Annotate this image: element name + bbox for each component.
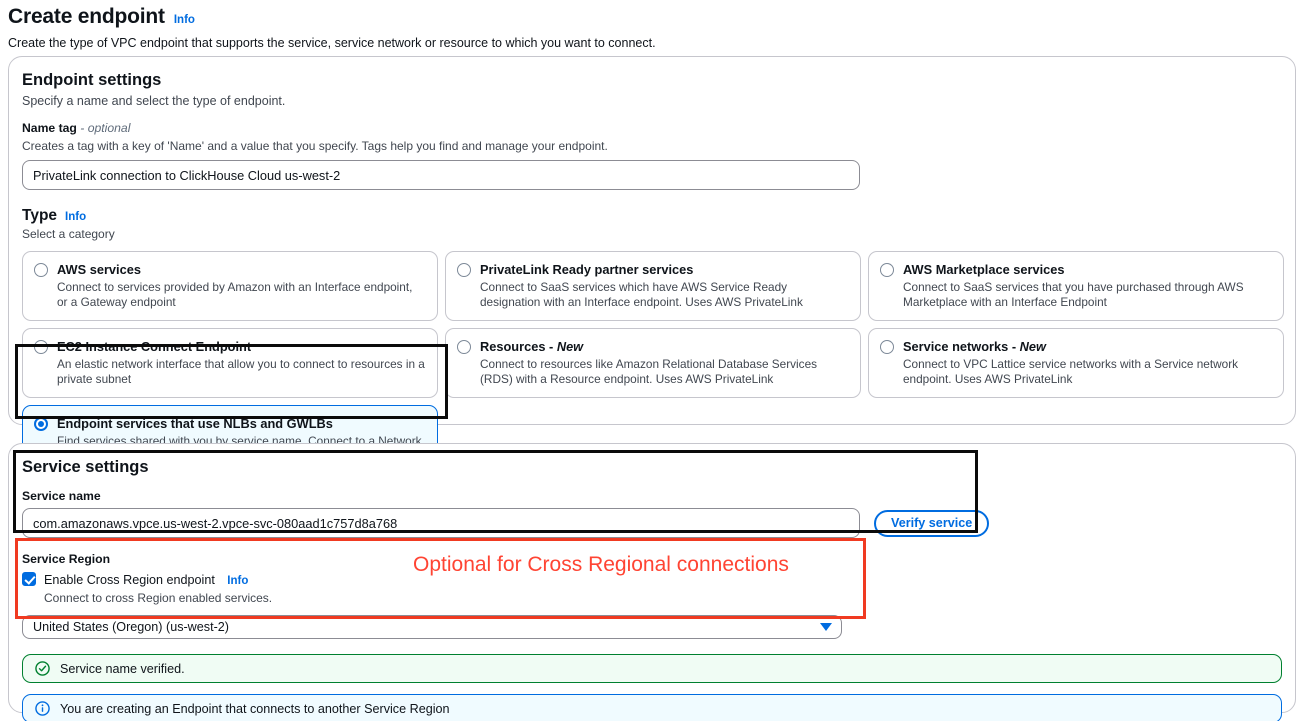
service-region-select[interactable]: United States (Oregon) (us-west-2)	[22, 615, 842, 639]
name-tag-optional-text: - optional	[80, 121, 131, 135]
radio-icon	[34, 340, 48, 354]
endpoint-settings-title: Endpoint settings	[22, 71, 162, 89]
alerts-area: Service name verified. You are creating …	[22, 654, 1282, 721]
name-tag-label-text: Name tag	[22, 121, 77, 135]
type-options-grid: AWS services Connect to services provide…	[22, 251, 1284, 398]
annotation-box-service-region	[15, 538, 866, 619]
type-option-title: Service networks - New	[903, 339, 1046, 354]
name-tag-field: Name tag - optional Creates a tag with a…	[22, 121, 1282, 190]
type-option-resources[interactable]: Resources - New Connect to resources lik…	[445, 328, 861, 398]
service-settings-header-block: Service settings Service name Verify ser…	[22, 457, 1282, 538]
service-region-select-box[interactable]: United States (Oregon) (us-west-2)	[22, 615, 842, 639]
service-settings-title: Service settings	[22, 458, 149, 476]
type-option-description: Connect to VPC Lattice service networks …	[903, 357, 1239, 386]
radio-icon	[457, 340, 471, 354]
type-option-aws-services[interactable]: AWS services Connect to services provide…	[22, 251, 438, 321]
alert-service-name-verified: Service name verified.	[22, 654, 1282, 683]
type-option-title: AWS services	[57, 262, 141, 277]
page-header: Create endpoint Info Create the type of …	[0, 0, 1304, 52]
page-description: Create the type of VPC endpoint that sup…	[8, 36, 656, 50]
alert-success-message: Service name verified.	[60, 661, 185, 676]
service-name-label: Service name	[22, 489, 101, 503]
type-option-title: PrivateLink Ready partner services	[480, 262, 694, 277]
endpoint-settings-description: Specify a name and select the type of en…	[22, 94, 286, 108]
alert-cross-region-info: You are creating an Endpoint that connec…	[22, 694, 1282, 721]
radio-icon	[457, 263, 471, 277]
type-option-title: Endpoint services that use NLBs and GWLB…	[57, 416, 333, 431]
cross-region-checkbox-row[interactable]: Enable Cross Region endpoint Info Connec…	[22, 571, 1282, 606]
type-option-service-networks[interactable]: Service networks - New Connect to VPC La…	[868, 328, 1284, 398]
radio-icon	[880, 340, 894, 354]
type-option-ec2-instance-connect-endpoint[interactable]: EC2 Instance Connect Endpoint An elastic…	[22, 328, 438, 398]
check-circle-icon	[35, 661, 50, 676]
type-option-title: EC2 Instance Connect Endpoint	[57, 339, 252, 354]
annotation-note-cross-regional: Optional for Cross Regional connections	[413, 553, 789, 576]
service-region-block: Service Region Enable Cross Region endpo…	[22, 552, 1282, 639]
type-option-privatelink-ready-partner-services[interactable]: PrivateLink Ready partner services Conne…	[445, 251, 861, 321]
type-label: Type	[22, 207, 58, 224]
name-tag-hint: Creates a tag with a key of 'Name' and a…	[22, 139, 608, 153]
page-info-link[interactable]: Info	[173, 14, 195, 26]
service-settings-panel: Service settings Service name Verify ser…	[8, 443, 1296, 721]
type-heading-row: Type Info	[22, 207, 1282, 225]
name-tag-input[interactable]	[22, 160, 860, 190]
type-option-description: Connect to resources like Amazon Relatio…	[480, 357, 818, 386]
service-region-label: Service Region	[22, 552, 111, 566]
service-name-input[interactable]	[22, 508, 860, 538]
page-title-row: Create endpoint Info	[8, 4, 1296, 30]
type-option-description: Connect to SaaS services which have AWS …	[480, 280, 803, 309]
checkbox-icon-checked[interactable]	[22, 572, 36, 586]
type-option-aws-marketplace-services[interactable]: AWS Marketplace services Connect to SaaS…	[868, 251, 1284, 321]
cross-region-checkbox-label: Enable Cross Region endpoint	[44, 573, 215, 587]
type-option-description: Connect to SaaS services that you have p…	[903, 280, 1244, 309]
endpoint-settings-panel: Endpoint settings Specify a name and sel…	[8, 56, 1296, 505]
name-tag-label: Name tag - optional	[22, 121, 1282, 135]
type-option-title: Resources - New	[480, 339, 584, 354]
verify-service-button[interactable]: Verify service	[874, 509, 990, 537]
type-hint: Select a category	[22, 227, 115, 241]
type-option-title: AWS Marketplace services	[903, 262, 1065, 277]
type-option-description: Connect to services provided by Amazon w…	[57, 280, 413, 309]
type-info-link[interactable]: Info	[65, 211, 87, 223]
radio-icon	[34, 263, 48, 277]
radio-icon	[880, 263, 894, 277]
alert-info-message: You are creating an Endpoint that connec…	[60, 701, 450, 716]
cross-region-checkbox-hint: Connect to cross Region enabled services…	[44, 591, 273, 605]
cross-region-info-link[interactable]: Info	[227, 575, 249, 587]
service-region-selected-value: United States (Oregon) (us-west-2)	[33, 620, 229, 634]
info-circle-icon	[35, 701, 50, 716]
radio-icon-selected	[34, 417, 48, 431]
type-option-description: An elastic network interface that allow …	[57, 357, 425, 386]
service-name-row: Verify service	[22, 508, 1282, 538]
page-title: Create endpoint	[8, 5, 165, 28]
